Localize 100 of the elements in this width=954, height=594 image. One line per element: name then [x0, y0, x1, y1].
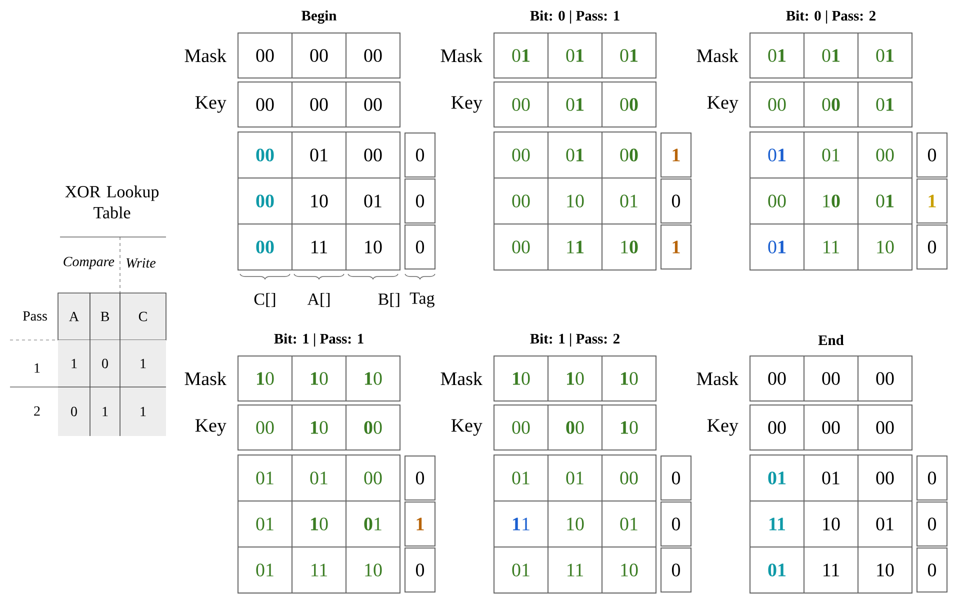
tag-cell: 1 [916, 178, 948, 224]
table-cell: 00 [750, 356, 804, 402]
tag-cell: 0 [404, 456, 436, 500]
table-cell: 10 [602, 356, 656, 402]
table-cell: 01 [548, 82, 602, 128]
row-label: Pass [22, 311, 47, 321]
table-cell: 10 [548, 500, 602, 548]
table-cell: 10 [494, 356, 548, 402]
table-cell: 00 [804, 82, 858, 128]
row-label: Mask [184, 48, 226, 62]
row-label: Key [451, 96, 482, 113]
row-label: Key [707, 96, 738, 113]
tag-cell: 1 [660, 224, 692, 270]
table-cell: 10 [602, 224, 656, 270]
table-cell: 00 [494, 404, 548, 450]
tag-cell: 0 [916, 548, 948, 592]
table-cell: 01 [750, 32, 804, 78]
panel-title: Bit: 0 | Pass: 2 [786, 10, 876, 24]
table-cell: 11 [548, 224, 602, 270]
table-cell: 00 [238, 32, 292, 78]
table-cell: 00 [858, 132, 912, 178]
tag-cell: 0 [916, 502, 948, 546]
tag-cell: 0 [916, 456, 948, 500]
row-label: 1 [34, 363, 40, 373]
table-cell: 0 [90, 340, 120, 387]
table-cell: 10 [346, 356, 400, 402]
table-cell: 10 [858, 224, 912, 270]
column-label: Tag [410, 292, 434, 308]
table-cell: 00 [238, 178, 292, 224]
table-cell: 01 [602, 178, 656, 224]
table-cell: 01 [804, 454, 858, 502]
table-cell: 00 [238, 82, 292, 128]
table-cell: 10 [548, 356, 602, 402]
table-cell: 01 [346, 178, 400, 224]
table-cell: 01 [292, 132, 346, 178]
row-label: Key [195, 96, 226, 113]
table-cell: 01 [548, 454, 602, 502]
table-cell: 01 [494, 454, 548, 502]
table-cell: 00 [858, 356, 912, 402]
table-cell: 11 [804, 546, 858, 594]
table-cell: 01 [750, 454, 804, 502]
tag-cell: 0 [660, 548, 692, 592]
column-heading: Write [126, 258, 156, 268]
table-cell: 00 [804, 356, 858, 402]
table-cell: 11 [292, 546, 346, 594]
table-cell: 11 [548, 546, 602, 594]
table-cell: 10 [292, 356, 346, 402]
table-cell: 00 [346, 132, 400, 178]
table-cell: 01 [858, 82, 912, 128]
row-label: 2 [34, 406, 40, 416]
row-label: Mask [184, 372, 226, 386]
table-cell: 00 [346, 454, 400, 502]
table-cell: 1 [90, 387, 120, 436]
table-cell: 10 [804, 178, 858, 224]
header-cell: A [58, 292, 90, 340]
tag-cell: 0 [404, 224, 436, 270]
table-cell: 01 [292, 454, 346, 502]
table-cell: 00 [602, 82, 656, 128]
table-cell: 1 [120, 340, 166, 387]
table-cell: 01 [858, 178, 912, 224]
table-cell: 00 [602, 454, 656, 502]
table-cell: 1 [120, 387, 166, 436]
table-cell: 01 [548, 32, 602, 78]
row-label: Key [451, 419, 482, 436]
header-cell: C [120, 292, 166, 340]
table-cell: 11 [292, 224, 346, 270]
table-cell: 01 [804, 32, 858, 78]
column-label: C[] [254, 292, 276, 308]
row-label: Mask [696, 372, 738, 386]
row-label: Mask [440, 372, 482, 386]
table-title: XOR Lookup Table [65, 186, 159, 218]
table-cell: 10 [292, 178, 346, 224]
table-cell: 00 [858, 404, 912, 450]
table-cell: 01 [858, 32, 912, 78]
table-cell: 10 [346, 224, 400, 270]
table-cell: 00 [750, 178, 804, 224]
table-cell: 01 [238, 500, 292, 548]
table-cell: 00 [238, 132, 292, 178]
table-cell: 00 [494, 82, 548, 128]
table-cell: 01 [858, 500, 912, 548]
table-cell: 10 [346, 546, 400, 594]
table-cell: 01 [238, 546, 292, 594]
table-cell: 1 [58, 340, 90, 387]
table-cell: 01 [750, 546, 804, 594]
tag-cell: 0 [660, 502, 692, 546]
table-cell: 00 [494, 132, 548, 178]
table-cell: 01 [548, 132, 602, 178]
table-cell: 00 [238, 224, 292, 270]
table-cell: 00 [750, 82, 804, 128]
table-cell: 01 [750, 132, 804, 178]
table-cell: 01 [494, 32, 548, 78]
table-cell: 00 [292, 82, 346, 128]
panel-title: Begin [302, 10, 336, 24]
panel-title: Bit: 1 | Pass: 2 [530, 333, 620, 347]
table-cell: 01 [804, 132, 858, 178]
table-cell: 10 [292, 404, 346, 450]
tag-cell: 0 [404, 132, 436, 178]
table-cell: 10 [548, 178, 602, 224]
header-cell: B [90, 292, 120, 340]
table-cell: 00 [602, 132, 656, 178]
